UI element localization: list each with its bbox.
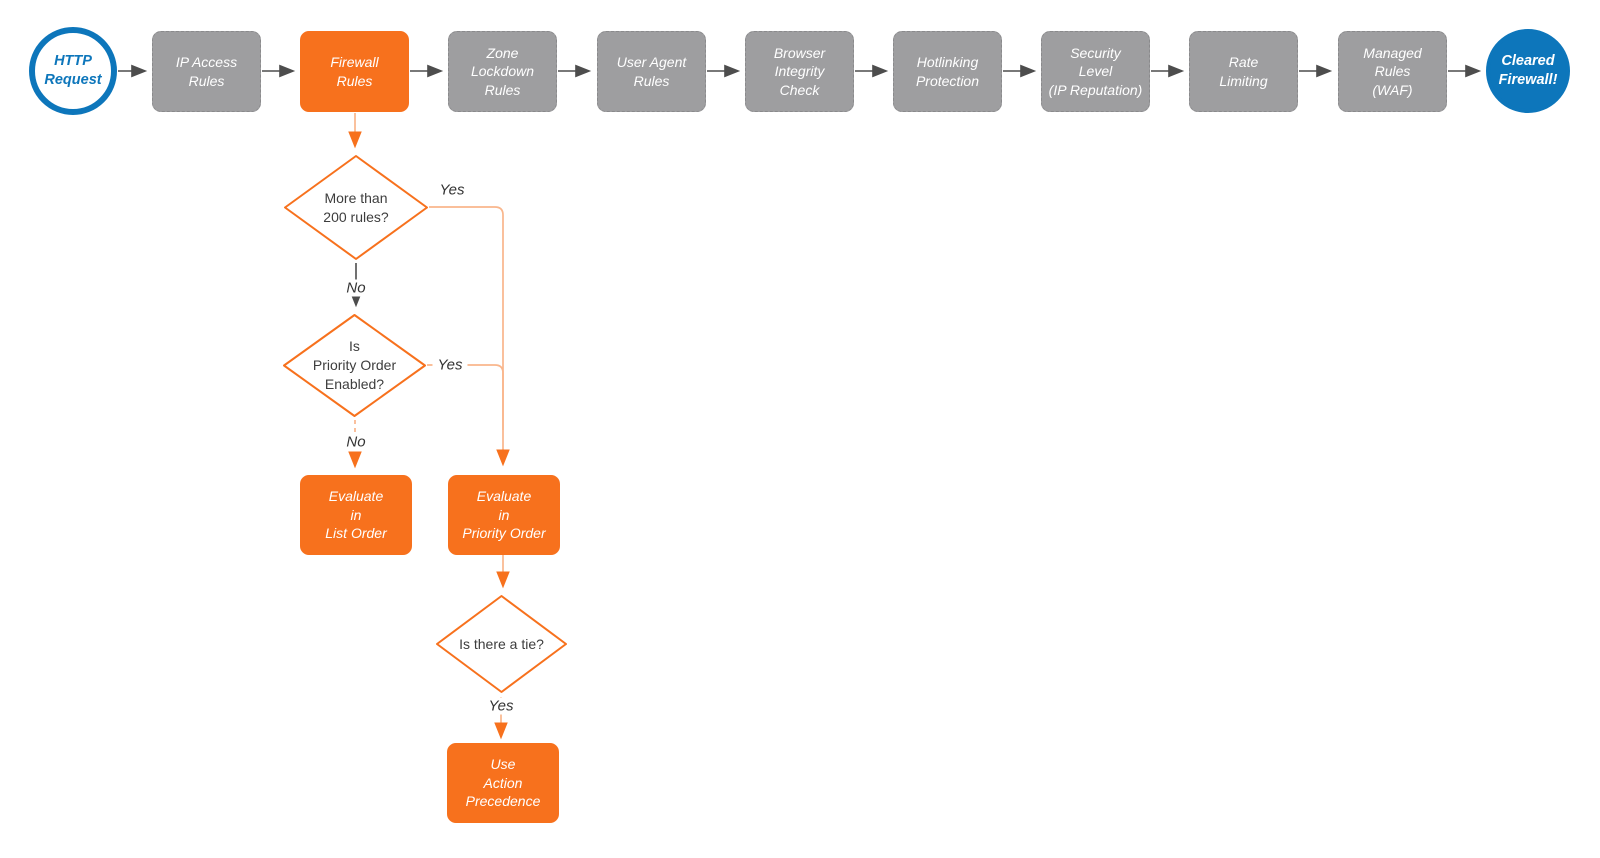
- node-cleared-firewall: Cleared Firewall!: [1486, 29, 1570, 113]
- decision-is-there-a-tie: Is there a tie?: [435, 594, 568, 694]
- decision-label: Is there a tie?: [459, 635, 544, 652]
- diamond-shape: [436, 595, 567, 693]
- node-rate-limiting: Rate Limiting: [1189, 31, 1298, 112]
- node-http-request: HTTP Request: [29, 27, 117, 115]
- edge-label-tie-yes: Yes: [483, 697, 519, 715]
- node-browser-integrity-check: Browser Integrity Check: [745, 31, 854, 112]
- decision-label: Is Priority Order Enabled?: [312, 338, 397, 392]
- node-use-action-precedence: Use Action Precedence: [447, 743, 559, 823]
- edge-label-more-rules-no: No: [341, 279, 371, 297]
- decision-label: More than 200 rules?: [323, 189, 389, 225]
- decision-more-than-200-rules: More than 200 rules?: [283, 154, 429, 261]
- edge-label-priority-no: No: [341, 433, 371, 451]
- edge-label-priority-yes: Yes: [432, 356, 468, 374]
- node-ip-access-rules: IP Access Rules: [152, 31, 261, 112]
- node-user-agent-rules: User Agent Rules: [597, 31, 706, 112]
- diamond-shape: [283, 314, 426, 417]
- decision-priority-order-enabled: Is Priority Order Enabled?: [282, 313, 427, 418]
- node-security-level: Security Level (IP Reputation): [1041, 31, 1150, 112]
- node-evaluate-priority-order: Evaluate in Priority Order: [448, 475, 560, 555]
- edge-label-more-rules-yes: Yes: [439, 181, 465, 199]
- diamond-shape: [284, 155, 428, 260]
- node-hotlinking-protection: Hotlinking Protection: [893, 31, 1002, 112]
- edge-priority-yes: [427, 364, 504, 430]
- node-managed-rules-waf: Managed Rules (WAF): [1338, 31, 1447, 112]
- edge-morerules-yes: [429, 206, 510, 467]
- node-firewall-rules: Firewall Rules: [300, 31, 409, 112]
- node-evaluate-list-order: Evaluate in List Order: [300, 475, 412, 555]
- node-zone-lockdown-rules: Zone Lockdown Rules: [448, 31, 557, 112]
